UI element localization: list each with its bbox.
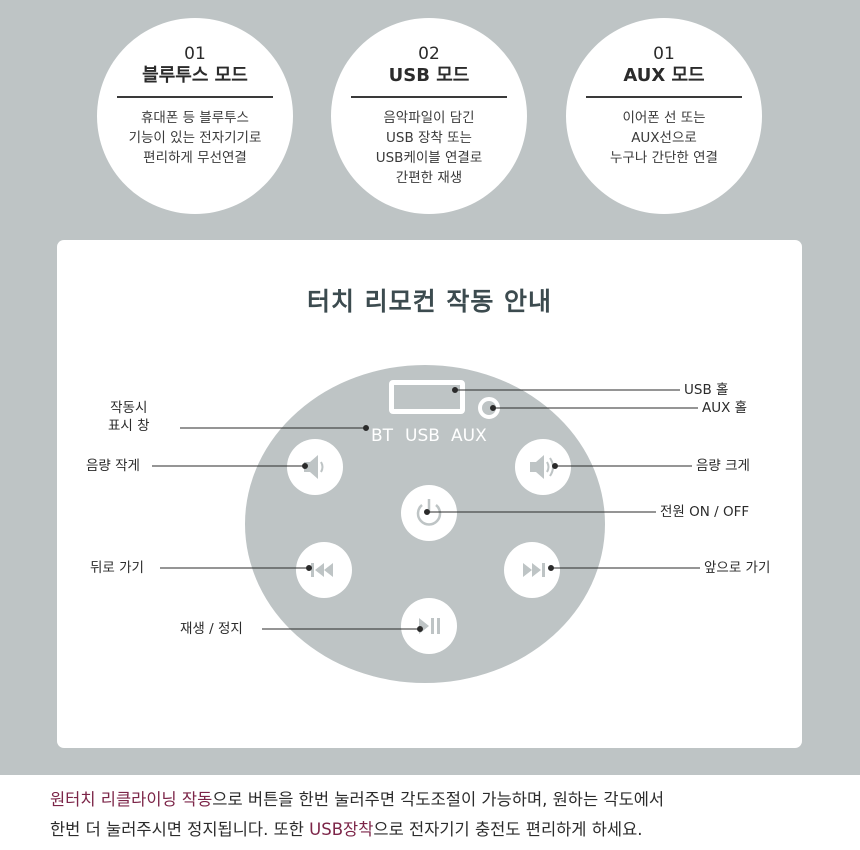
label-display: 작동시 표시 창 (108, 399, 150, 435)
mode-number: 01 (184, 44, 206, 64)
mode-card-usb: 02 USB 모드 음악파일이 담긴 USB 장착 또는 USB케이블 연결로 … (331, 18, 527, 214)
label-play-pause: 재생 / 정지 (180, 621, 243, 637)
desc-line: 기능이 있는 전자기기로 (128, 130, 262, 146)
divider (117, 96, 273, 98)
mode-number: 01 (653, 44, 675, 64)
highlight-usb: USB장착 (309, 820, 374, 839)
footer-text: 으로 버튼을 한번 눌러주면 각도조절이 가능하며, 원하는 각도에서 (212, 790, 665, 809)
label-usb-port: USB 홀 (684, 382, 729, 398)
footer-line-2: 한번 더 눌러주시면 정지됩니다. 또한 USB장착으로 전자기기 충전도 편리… (50, 815, 850, 845)
bt-indicator: BT (371, 426, 394, 446)
label-volume-up: 음량 크게 (696, 458, 750, 474)
label-previous: 뒤로 가기 (90, 560, 144, 576)
footer-description: 원터치 리클라이닝 작동으로 버튼을 한번 눌러주면 각도조절이 가능하며, 원… (50, 785, 850, 845)
mode-number: 02 (418, 44, 440, 64)
desc-line: USB 장착 또는 (386, 130, 472, 146)
usb-indicator: USB (405, 426, 440, 446)
label-aux-port: AUX 홀 (702, 400, 748, 416)
volume-up-button[interactable] (515, 439, 571, 495)
mode-description: 음악파일이 담긴 USB 장착 또는 USB케이블 연결로 간편한 재생 (331, 108, 527, 188)
label-display-line: 작동시 (110, 400, 148, 416)
skip-back-icon (311, 563, 333, 577)
divider (586, 96, 742, 98)
footer-text: 한번 더 눌러주시면 정지됩니다. 또한 (50, 820, 310, 839)
desc-line: 편리하게 무선연결 (143, 150, 247, 166)
mode-card-aux: 01 AUX 모드 이어폰 선 또는 AUX선으로 누구나 간단한 연결 (566, 18, 762, 214)
usb-port (389, 380, 465, 414)
label-display-line: 표시 창 (108, 418, 150, 434)
label-next: 앞으로 가기 (704, 560, 771, 576)
footer-line-1: 원터치 리클라이닝 작동으로 버튼을 한번 눌러주면 각도조절이 가능하며, 원… (50, 785, 850, 815)
skip-forward-icon (523, 563, 545, 577)
mode-title: 블루투스 모드 (142, 65, 248, 86)
mode-card-bluetooth: 01 블루투스 모드 휴대폰 등 블루투스 기능이 있는 전자기기로 편리하게 … (97, 18, 293, 214)
desc-line: AUX선으로 (631, 130, 697, 146)
desc-line: 간편한 재생 (395, 170, 463, 186)
mode-description: 휴대폰 등 블루투스 기능이 있는 전자기기로 편리하게 무선연결 (97, 108, 293, 168)
mode-title: USB 모드 (388, 65, 470, 86)
volume-down-button[interactable] (287, 439, 343, 495)
desc-line: 이어폰 선 또는 (622, 110, 706, 126)
aux-indicator: AUX (451, 426, 487, 446)
desc-line: USB케이블 연결로 (375, 150, 483, 166)
desc-line: 누구나 간단한 연결 (610, 150, 718, 166)
mode-title: AUX 모드 (623, 65, 705, 86)
label-power: 전원 ON / OFF (660, 504, 750, 520)
previous-button[interactable] (296, 542, 352, 598)
label-volume-down: 음량 작게 (86, 458, 140, 474)
divider (351, 96, 507, 98)
desc-line: 휴대폰 등 블루투스 (141, 110, 249, 126)
mode-description: 이어폰 선 또는 AUX선으로 누구나 간단한 연결 (566, 108, 762, 168)
desc-line: 음악파일이 담긴 (383, 110, 475, 126)
footer-text: 으로 전자기기 충전도 편리하게 하세요. (373, 820, 643, 839)
card-title: 터치 리모컨 작동 안내 (306, 287, 553, 316)
highlight-recline: 원터치 리클라이닝 작동 (50, 790, 213, 809)
